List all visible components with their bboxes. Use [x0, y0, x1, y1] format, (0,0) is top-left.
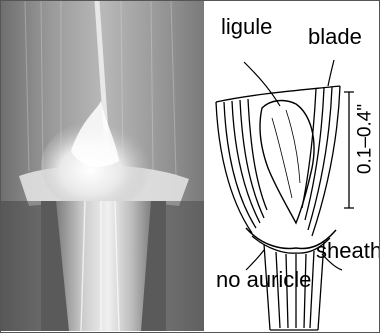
ligule-length-text: 0.1–0.4" [356, 104, 375, 174]
sheath-label: sheath [316, 240, 380, 262]
ligule-label: ligule [221, 16, 272, 38]
ligule-length-label: 0.1–0.4" [352, 80, 378, 198]
collar-photo [1, 1, 204, 331]
blade-label: blade [308, 26, 362, 48]
no-auricle-label: no auricle [216, 269, 311, 291]
